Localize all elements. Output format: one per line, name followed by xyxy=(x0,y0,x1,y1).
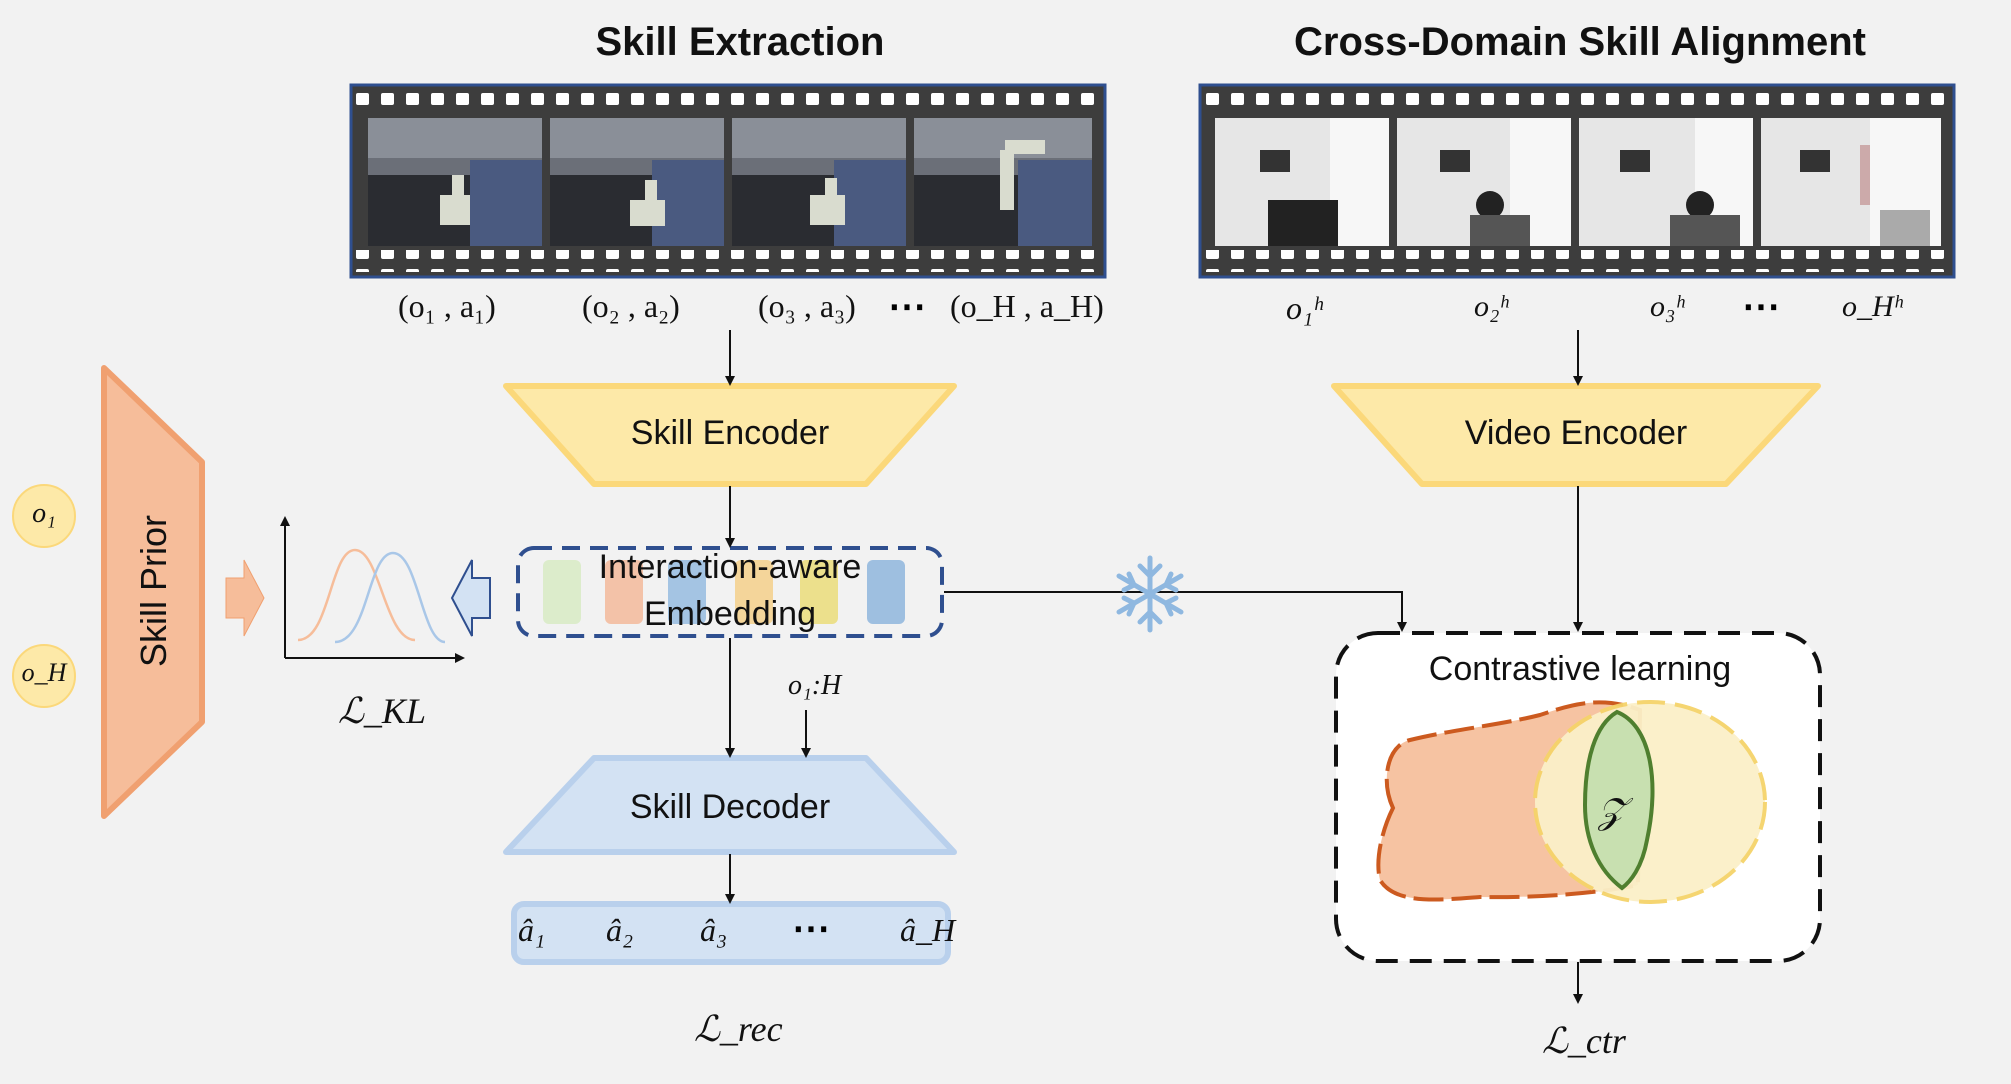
embedding-cell-6 xyxy=(867,560,905,624)
embedding-cell-5 xyxy=(800,560,838,624)
snowflake-icon xyxy=(1116,555,1184,633)
human-obs-ellipsis: ⋯ xyxy=(1742,286,1780,328)
obs-1-circle xyxy=(12,484,76,548)
skill-prior-label: Skill Prior xyxy=(133,515,174,668)
embedding-cell-1 xyxy=(543,560,581,624)
robot-film-strip xyxy=(349,83,1107,279)
human-frame-2 xyxy=(1397,118,1571,246)
skill-encoder-label: Skill Encoder xyxy=(630,414,830,452)
shared-latent-region xyxy=(1582,709,1655,891)
embedding-to-contrastive-arrow xyxy=(944,591,1407,632)
robot-frame-4 xyxy=(914,118,1092,246)
obs-H-label: o_H xyxy=(21,658,67,687)
human-frame-3 xyxy=(1579,118,1753,246)
robot-frame-3 xyxy=(732,118,906,246)
skill-encoder-block xyxy=(503,383,957,487)
human-obs-1: o₁ʰ xyxy=(1286,290,1323,326)
embedding-cell-3 xyxy=(668,560,706,624)
obs-1H-label: o₁:H xyxy=(788,670,842,701)
cross-domain-title: Cross-Domain Skill Alignment xyxy=(1294,20,1866,64)
robot-frame-2 xyxy=(550,118,724,246)
ctr-loss-label: ℒ_ctr xyxy=(1542,1021,1626,1061)
prior-to-plot-arrow xyxy=(225,559,265,637)
output-action-ellipsis: ⋯ xyxy=(792,908,830,950)
human-frame-1 xyxy=(1215,118,1389,246)
video-encoder-block xyxy=(1331,383,1821,487)
kl-loss-label: ℒ_KL xyxy=(338,691,426,731)
human-obs-2: o₂ʰ xyxy=(1474,290,1508,323)
kl-distribution-plot xyxy=(280,516,465,663)
human-obs-3: o₃ʰ xyxy=(1650,290,1684,323)
embedding-cell-2 xyxy=(605,560,643,624)
robot-pair-ellipsis: ⋯ xyxy=(888,286,926,328)
human-film-strip xyxy=(1198,83,1956,279)
embedding-label-line1: Interaction-aware xyxy=(598,548,862,586)
robot-pair-H: (o_H , a_H) xyxy=(950,288,1104,324)
output-action-2: â₂ xyxy=(606,912,634,948)
reconstructed-actions-box xyxy=(511,901,951,965)
output-action-1: â₁ xyxy=(518,912,546,948)
robot-pair-2: (o₂ , a₂) xyxy=(582,288,680,324)
output-action-3: â₃ xyxy=(700,912,728,948)
latent-space-symbol: 𝒵 xyxy=(1598,791,1626,831)
embedding-cell-4 xyxy=(735,560,773,624)
embedding-to-plot-arrow xyxy=(450,559,491,637)
rec-loss-label: ℒ_rec xyxy=(694,1009,783,1049)
obs-1-label: o₁ xyxy=(32,498,56,529)
skill-decoder-block xyxy=(503,755,957,855)
robot-pair-1: (o₁ , a₁) xyxy=(398,288,496,324)
embedding-label-line2: Embedding xyxy=(643,595,816,633)
robot-frame-1 xyxy=(368,118,542,246)
skill-decoder-label: Skill Decoder xyxy=(629,788,831,826)
human-frame-4 xyxy=(1761,118,1941,246)
video-encoder-label: Video Encoder xyxy=(1464,414,1688,452)
contrastive-learning-label: Contrastive learning xyxy=(1428,650,1732,688)
skill-extraction-title: Skill Extraction xyxy=(595,20,885,64)
human-obs-H: o_Hʰ xyxy=(1842,290,1903,323)
skill-prior-block xyxy=(101,365,205,819)
output-action-H: â_H xyxy=(900,912,956,948)
robot-pair-3: (o₃ , a₃) xyxy=(758,288,856,324)
obs-H-circle xyxy=(12,644,76,708)
